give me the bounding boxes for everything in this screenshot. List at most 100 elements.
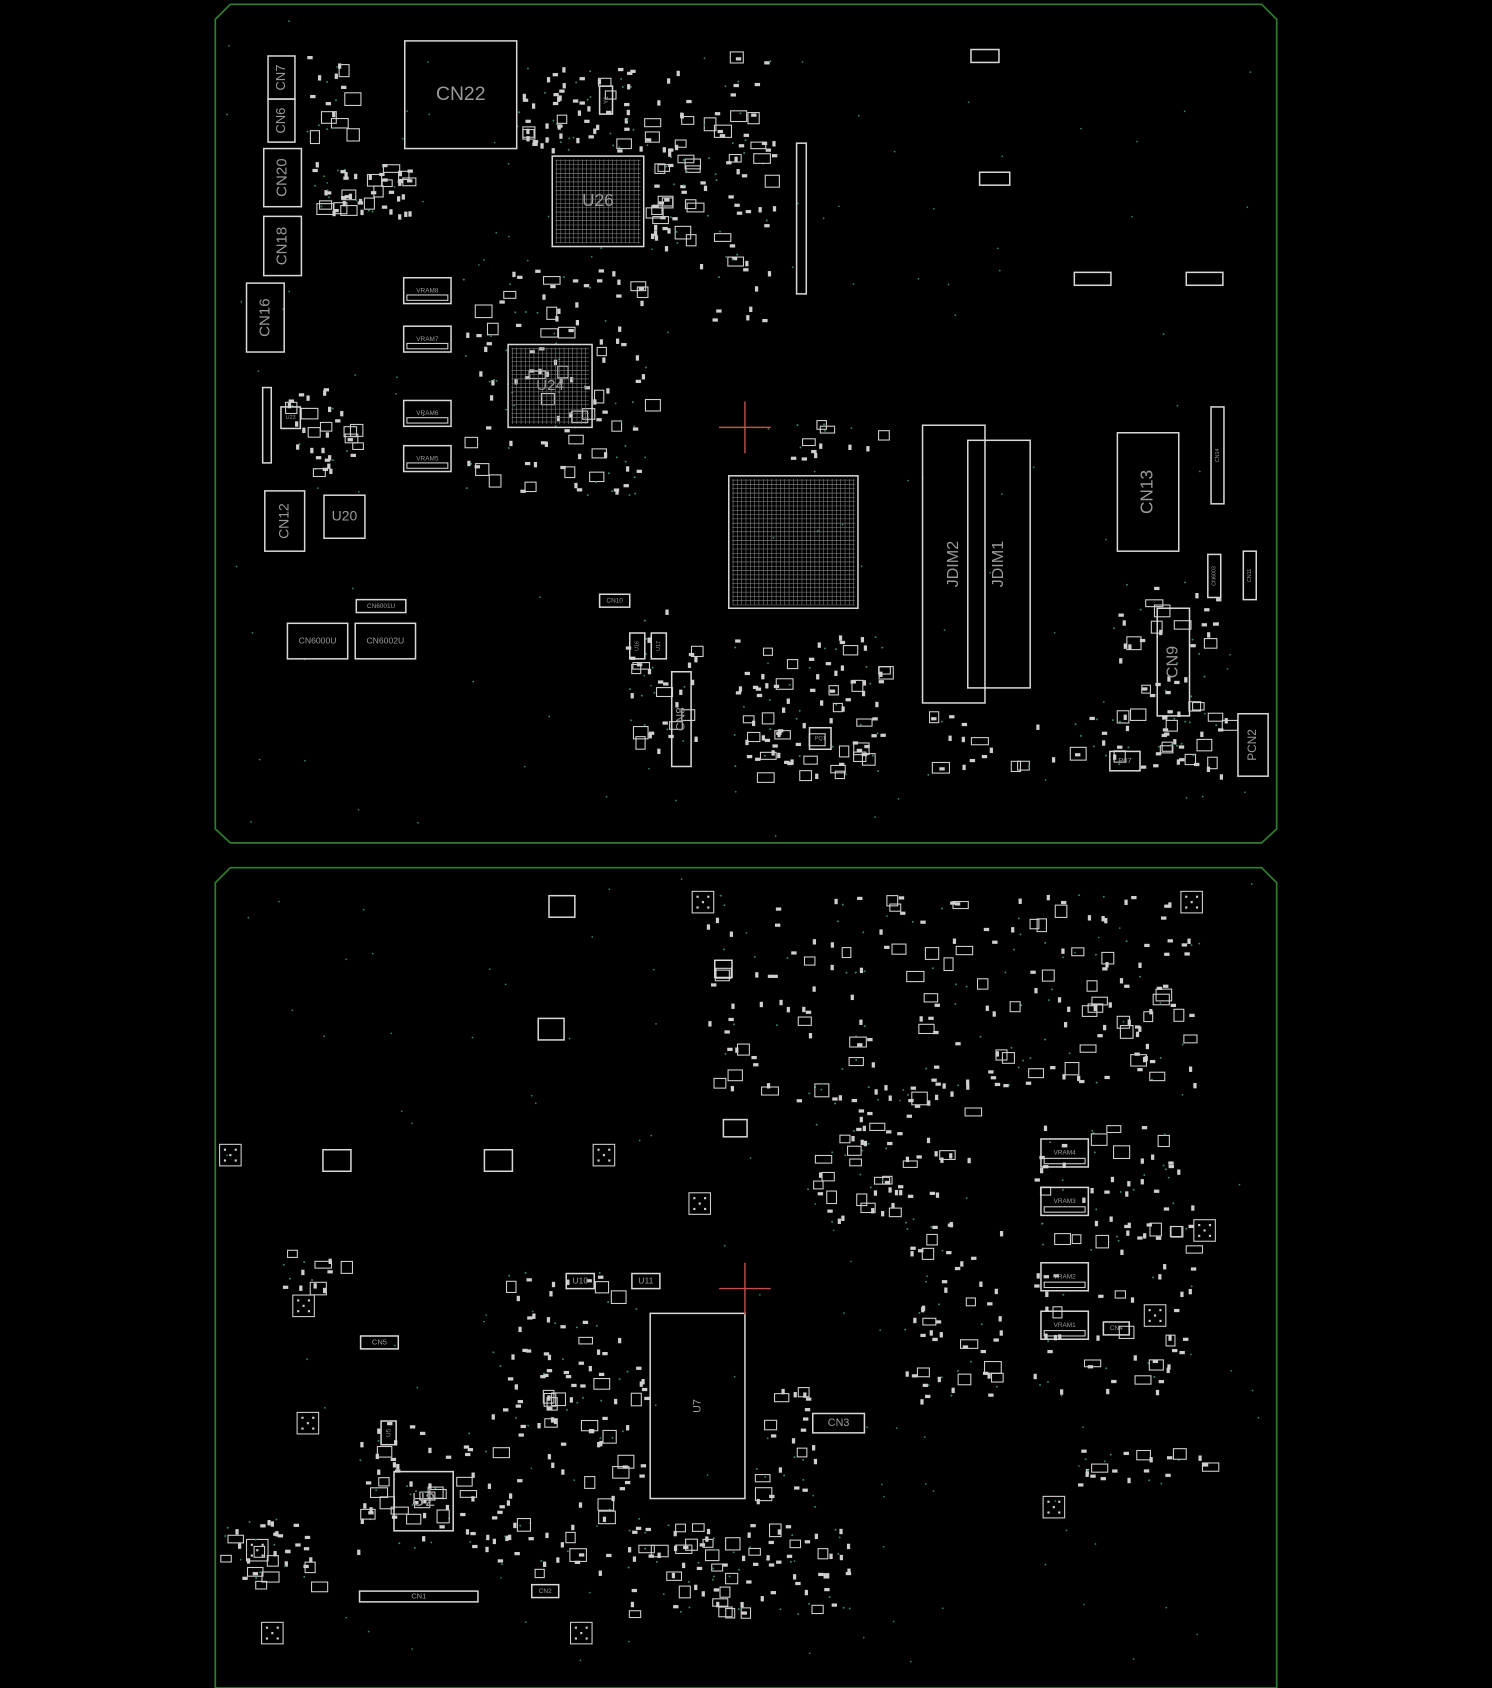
vram-pins [1043, 1281, 1086, 1289]
connector-cn5[interactable]: CN5 [359, 1335, 400, 1350]
cpu-backside-area[interactable]: U7 [649, 1312, 746, 1500]
pad-bottom-e[interactable] [722, 1118, 748, 1138]
connector-cn12[interactable]: CN12 [264, 490, 306, 552]
pad-bottom-d[interactable] [483, 1148, 514, 1173]
connector-cn6000u[interactable]: CN6000U [286, 622, 349, 660]
connector-cn6[interactable]: CN6 [267, 98, 296, 143]
connector-cn11[interactable]: CN11 [1242, 550, 1258, 601]
cpu-backside-area-label: U7 [691, 1399, 703, 1413]
mounting-pad [292, 1294, 315, 1318]
connector-cn2[interactable]: CN2 [531, 1583, 560, 1599]
chip-u26-ball-grid [555, 159, 641, 244]
connector-cn14[interactable]: CN14 [1210, 406, 1225, 505]
vram6-label: VRAM6 [416, 410, 439, 417]
connector-cn6-label: CN6 [273, 108, 288, 134]
chip-u2[interactable]: U2 [393, 1470, 454, 1532]
chip-u24-ball-grid [511, 347, 589, 425]
chip-u10[interactable]: U10 [565, 1272, 595, 1290]
dimm-slot-jdim2[interactable]: JDIM2 [921, 424, 986, 704]
connector-pcn2[interactable]: PCN2 [1237, 712, 1269, 777]
connector-cn8[interactable]: CN8 [670, 671, 692, 768]
pad-bottom-a[interactable] [548, 894, 576, 918]
chip-u20-label: U20 [332, 507, 358, 523]
chip-y1-label: Y1 [603, 96, 610, 104]
chip-pq1[interactable]: PQ1 [808, 726, 832, 751]
connector-cn22[interactable]: CN22 [404, 40, 518, 150]
connector-cn9-outline [1156, 607, 1191, 717]
connector-cn1[interactable]: CN1 [358, 1590, 479, 1603]
cpu-socket-outline [728, 475, 859, 609]
connector-cn4[interactable]: CN4 [1102, 1321, 1130, 1336]
connector-cn20[interactable]: CN20 [262, 147, 303, 208]
chip-u26-label: U26 [582, 190, 614, 210]
connector-cn3[interactable]: CN3 [811, 1412, 866, 1434]
connector-cn22-outline [404, 40, 518, 150]
connector-cn16-outline [245, 282, 285, 353]
mounting-pad [245, 1538, 269, 1562]
connector-cn6003-label: CN6003 [1212, 566, 1218, 586]
vram2-label: VRAM2 [1054, 1273, 1077, 1280]
chip-u16[interactable]: U16 [628, 632, 646, 660]
chip-u5-outline [380, 1420, 397, 1446]
vram7[interactable]: VRAM7 [402, 325, 452, 353]
vram-pins [406, 342, 449, 350]
connector-cn14-outline [1210, 406, 1225, 505]
chip-u26[interactable]: U26 [551, 155, 645, 248]
chip-u24-outline [507, 343, 593, 429]
vram5-outline [402, 444, 452, 473]
chip-u11[interactable]: U11 [631, 1272, 661, 1290]
bottom-board-outline [214, 866, 1278, 1688]
connector-top-b[interactable] [978, 171, 1011, 186]
chip-u16-label: U16 [635, 641, 641, 651]
connector-cn14-label: CN14 [1215, 448, 1221, 462]
mounting-pad [691, 890, 715, 914]
chip-y1[interactable]: Y1 [598, 85, 614, 115]
vram8[interactable]: VRAM8 [402, 276, 452, 305]
connector-top-a[interactable] [970, 48, 1000, 64]
chip-u17[interactable]: U17 [650, 632, 668, 660]
connector-cn16-label: CN16 [256, 298, 273, 337]
chip-u5[interactable]: U5 [380, 1420, 397, 1446]
chip-pq1-label: PQ1 [815, 736, 826, 742]
dimm-slot-jdim1[interactable]: JDIM1 [967, 439, 1031, 689]
chip-u20[interactable]: U20 [323, 494, 366, 540]
chip-u23[interactable]: U23 [280, 406, 302, 430]
connector-cn16[interactable]: CN16 [245, 282, 285, 353]
connector-top-c[interactable] [1073, 271, 1112, 287]
chip-u5-label: U5 [385, 1428, 392, 1437]
vram-pins [1043, 1157, 1086, 1165]
connector-cn18[interactable]: CN18 [262, 215, 303, 277]
connector-cn13[interactable]: CN13 [1116, 432, 1180, 552]
pad-bottom-f[interactable] [714, 959, 733, 979]
connector-cn6002u[interactable]: CN6002U [354, 622, 417, 660]
mounting-pad [688, 1192, 712, 1215]
connector-strip[interactable] [261, 386, 273, 464]
connector-cn6001u[interactable]: CN6001U [355, 598, 407, 614]
connector-long[interactable] [795, 142, 808, 295]
vram2[interactable]: VRAM2 [1040, 1262, 1090, 1292]
vram4-label: VRAM4 [1054, 1150, 1077, 1157]
top-board-outline [214, 3, 1278, 844]
mounting-pad [296, 1411, 320, 1435]
vram6[interactable]: VRAM6 [402, 399, 452, 428]
connector-p07[interactable]: P07 [1109, 750, 1141, 772]
chip-u24[interactable]: U24 [507, 343, 593, 429]
pad-bottom-b[interactable] [537, 1017, 565, 1041]
vram5[interactable]: VRAM5 [402, 444, 452, 473]
pad-bottom-c[interactable] [322, 1148, 352, 1173]
connector-cn6003[interactable]: CN6003 [1207, 553, 1222, 599]
connector-cn7[interactable]: CN7 [267, 55, 296, 100]
pad-bottom-b-outline [537, 1017, 565, 1041]
connector-top-d[interactable] [1185, 271, 1224, 287]
vram4[interactable]: VRAM4 [1040, 1138, 1090, 1168]
cpu-socket[interactable] [728, 475, 859, 609]
vram7-label: VRAM7 [416, 336, 439, 343]
connector-cn9[interactable]: CN9 [1156, 607, 1191, 717]
vram3[interactable]: VRAM3 [1040, 1186, 1090, 1217]
cpu-socket-ball-grid [732, 479, 855, 606]
origin-crosshair-top [719, 401, 771, 454]
connector-pcn2-label: PCN2 [1245, 729, 1259, 761]
vram1[interactable]: VRAM1 [1040, 1310, 1090, 1340]
connector-cn10[interactable]: CN10 [598, 593, 631, 608]
